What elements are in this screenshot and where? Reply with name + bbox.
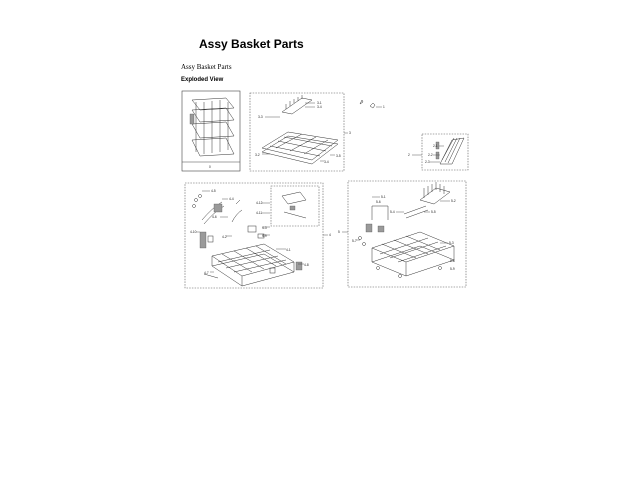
label-3-3: 3-3 — [258, 115, 263, 119]
label-5-6: 5-6 — [376, 200, 381, 204]
lower-left-basket — [211, 243, 295, 287]
label-5-4: 5-4 — [390, 210, 395, 214]
callout-4: 4 — [329, 233, 331, 237]
upper-rack-basket — [261, 131, 339, 165]
lower-left-adjuster — [281, 191, 307, 219]
callout-5: 5 — [338, 230, 340, 234]
label-3-4a: 3-4 — [317, 105, 322, 109]
callout-2: 2 — [408, 153, 410, 157]
upper-rack-group: 3-1 3-4 3-3 3-2 3-5 3-4 3 — [249, 92, 351, 172]
lower-right-group: 5-1 5-2 5-3 5-4 5-5 5-6 5-7 5-8 5-9 5 — [338, 180, 467, 288]
label-4-12: 4-12 — [256, 201, 263, 205]
label-5-8: 5-8 — [450, 259, 455, 263]
label-5-9: 5-9 — [450, 267, 455, 271]
label-4-10: 4-10 — [190, 230, 197, 234]
label-4-1: 4-1 — [286, 248, 291, 252]
label-4-6: 4-6 — [212, 215, 217, 219]
callout-3: 3 — [349, 131, 351, 135]
side-rack-group: 2-1 2-2 2-3 2 — [408, 133, 469, 171]
overview-dishwasher-racks — [189, 97, 235, 157]
label-4-11: 4-11 — [256, 211, 262, 215]
page-title: Assy Basket Parts — [199, 37, 304, 51]
lower-left-tine-clips — [199, 225, 265, 249]
label-4-7: 4-7 — [204, 271, 209, 275]
label-4-3: 4-3 — [262, 226, 267, 230]
label-3-2: 3-2 — [255, 153, 260, 157]
section-heading: Exploded View — [181, 77, 224, 83]
label-2-2: 2-2 — [428, 153, 433, 157]
label-5-2: 5-2 — [451, 199, 456, 203]
label-4-9: 4-9 — [262, 234, 267, 238]
lower-right-wheel-assembly — [358, 205, 389, 246]
label-4-5: 4-5 — [211, 189, 216, 193]
label-5-5: 5-5 — [431, 210, 436, 214]
side-rack-shelf — [435, 137, 465, 165]
overview-label: 0 — [209, 165, 211, 169]
label-3-5: 3-5 — [336, 154, 341, 158]
label-3-1: 3-1 — [317, 101, 322, 105]
overview-panel: 0 — [181, 90, 241, 172]
label-5-3: 5-3 — [449, 241, 454, 245]
lower-left-small-parts — [192, 194, 243, 225]
page-subtitle: Assy Basket Parts — [181, 63, 232, 71]
label-2-3: 2-3 — [425, 160, 430, 164]
part-1-clips: 1 — [359, 99, 385, 109]
label-3-4b: 3-4 — [324, 160, 329, 164]
lower-left-group: 4-5 4-4 4-12 4-11 4-6 4-2 4-3 4-9 4-1 4-… — [184, 182, 331, 289]
callout-1: 1 — [383, 105, 385, 109]
label-5-1: 5-1 — [381, 195, 386, 199]
lower-right-basket — [371, 231, 455, 278]
label-4-2: 4-2 — [222, 235, 227, 239]
label-4-8: 4-8 — [304, 263, 309, 267]
lower-right-tine-rack — [403, 182, 451, 219]
label-2-1: 2-1 — [433, 144, 438, 148]
label-5-7: 5-7 — [352, 239, 357, 243]
upper-rack-tine-row — [281, 95, 313, 115]
label-4-4: 4-4 — [229, 197, 234, 201]
